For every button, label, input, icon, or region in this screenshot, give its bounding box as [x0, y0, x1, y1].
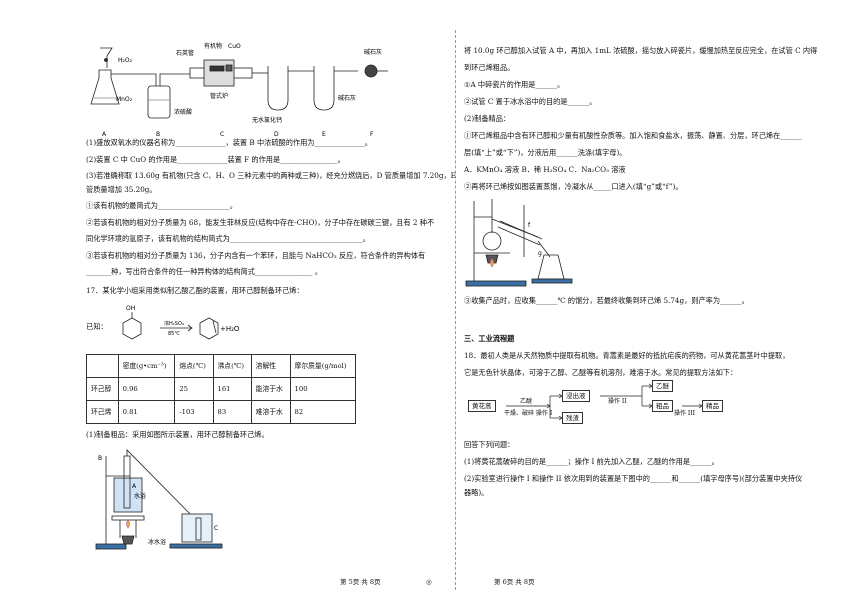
text-line: ①环己烯粗品中含有环己醇和少量有机酸性杂质等。加入饱和食盐水，振荡、静置、分层，… [464, 131, 802, 140]
text-line: ②试管 C 置于冰水浴中的目的是______。 [464, 97, 597, 106]
flow-ether-in: 乙醚 [520, 398, 533, 405]
flow-op1: 干燥、破碎 操作 I [504, 410, 553, 417]
q16-line: (1)盛放双氧水的仪器名称为______________，装置 B 中浓硫酸的作… [86, 138, 372, 147]
flowchart-arrows [506, 383, 703, 421]
q18-line: 回答下列问题： [464, 440, 515, 449]
label-e: E [322, 131, 326, 138]
reagent-label: 浓H₂SO₄ [164, 320, 184, 327]
text-line: (2)制备精品： [464, 114, 511, 123]
page-number-left: 第 5页 共 8页 [340, 578, 381, 586]
q16-line: _______种，写出符合条件的任一种异构体的结构简式_____________… [86, 267, 322, 276]
ice-bath-label: 冰水浴 [148, 538, 166, 546]
preparation-apparatus-diagram: B A 水浴 冰水浴 C [95, 449, 223, 550]
text-line: ①A 中碎瓷片的作用是______。 [464, 80, 565, 89]
flow-extract-box: 浸出液 [562, 390, 590, 403]
label-f: F [370, 131, 374, 138]
page-divider [455, 30, 456, 590]
q16-line: ②若该有机物的相对分子质量为 68，能发生菲林反应(结构中存在-CHO)，分子中… [86, 218, 435, 227]
text-line: 层(填“上”或“下”)，分液后用______洗涤(填字母)。 [464, 148, 627, 157]
q18-line: 18．最初人类是从天然物质中提取有机物。青蒿素是最好的抵抗疟疾的药物，可从黄花蒿… [464, 351, 790, 360]
q18-line: 它是无色针状晶体，可溶于乙醇、乙醚等有机溶剂，难溶于水。常见的提取方法如下： [464, 368, 738, 377]
flow-crude-box: 粗品 [652, 400, 673, 413]
h2o2-label: H₂O₂ [118, 57, 133, 64]
table-header-row: 密度(g•cm⁻³) 熔点(℃) 沸点(℃) 溶解性 摩尔质量(g/mol) [86, 354, 357, 378]
flow-start-box: 黄花蒿 [468, 400, 496, 413]
cacl2-label: 无水氯化钙 [252, 116, 282, 124]
flow-ether-box: 乙醚 [652, 380, 673, 393]
label-f2: f [528, 222, 531, 229]
q17-part1: (1)制备粗品：采用如图所示装置，用环己醇制备环己烯。 [86, 430, 269, 439]
q18-line: (1)将黄花蒿破碎的目的是______；操作 I 前先加入乙醚，乙醚的作用是__… [464, 457, 719, 466]
label-c: C [220, 131, 224, 138]
q16-line: ①该有机物的最简式为____________________。 [86, 201, 237, 210]
page-number-right: 第 6页 共 8页 [494, 578, 535, 586]
binding-mark-icon: ◎ [426, 578, 432, 586]
flow-fine-box: 精品 [702, 400, 723, 413]
q16-line: 同化学环境的氢原子，该有机物的结构简式为____________________… [86, 234, 370, 243]
table-row: 环己醇 0.96 25 161 能溶于水 100 [86, 377, 357, 401]
section-title: 三、工业流程题 [464, 334, 515, 343]
known-label: 已知： [86, 322, 108, 331]
properties-table: 密度(g•cm⁻³) 熔点(℃) 沸点(℃) 溶解性 摩尔质量(g/mol) 环… [86, 354, 357, 424]
label-b2: B [98, 455, 102, 462]
distillation-apparatus-diagram: f g [465, 199, 573, 287]
soda-lime-e-label: 碱石灰 [338, 94, 356, 102]
oh-label: OH [126, 305, 135, 312]
label-a2: A [132, 483, 137, 490]
flow-residue-box: 残渣 [562, 412, 583, 425]
q16-line: (3)若准确称取 13.60g 有机物(只含 C、H、O 三种元素中的两种或三种… [86, 171, 456, 180]
extraction-flowchart: 黄花蒿 乙醚 干燥、破碎 操作 I 浸出液 残渣 操作 II 乙醚 粗品 操作 … [468, 380, 728, 436]
label-c2: C [214, 525, 218, 532]
water-bath-label: 水浴 [134, 492, 146, 500]
soda-lime-f-label: 碱石灰 [364, 48, 382, 56]
label-d: D [274, 131, 279, 138]
cuo-label: CuO [228, 43, 241, 50]
furnace-label: 管式炉 [210, 92, 228, 100]
q16-line: 管质量增加 35.20g。 [86, 185, 157, 194]
product-label: +H₂O [220, 325, 240, 333]
combustion-apparatus-diagram: H₂O₂ MnO₂ 石英管 有机物 CuO 浓硫酸 管式炉 无水氯化钙 碱石灰 … [90, 42, 388, 138]
q17-title: 17．某化学小组采用类似制乙酸乙酯的装置，用环己醇制备环己烯： [86, 286, 304, 295]
label-b: B [156, 131, 160, 138]
text-line: 到环己烯粗品。 [464, 63, 515, 72]
q16-line: ③若该有机物的相对分子质量为 136，分子内含有一个苯环，且能与 NaHCO₃ … [86, 251, 426, 260]
reaction-scheme: OH 浓H₂SO₄ 85℃ +H₂O [122, 305, 240, 340]
organic-label: 有机物 [204, 42, 222, 50]
text-line: 将 10.0g 环己醇加入试管 A 中，再加入 1mL 浓硫酸，摇匀放入碎瓷片，… [464, 46, 818, 55]
q18-line: (2)实验室进行操作 I 和操作 II 依次用到的装置是下图中的______和_… [464, 474, 803, 483]
text-line: ③收集产品时，应收集______℃ 的馏分，若最终收集到环己烯 5.74g，则产… [464, 296, 749, 305]
flow-op2: 操作 II [608, 398, 627, 405]
flow-op3: 操作 III [674, 410, 696, 417]
label-a: A [102, 131, 107, 138]
conc-h2so4-label: 浓硫酸 [174, 108, 192, 116]
temp-label: 85℃ [168, 331, 180, 337]
q16-line: (2)装置 C 中 CuO 的作用是______________装置 F 的作用… [86, 155, 345, 164]
text-line: A．KMnO₄ 溶液 B．稀 H₂SO₄ C．Na₂CO₃ 溶液 [464, 165, 626, 174]
text-line: ②再将环己烯按如图装置蒸馏，冷凝水从_____口进入(填“g”或“f”)。 [464, 182, 683, 191]
mno2-label: MnO₂ [116, 96, 133, 103]
table-row: 环己烯 0.81 -103 83 难溶于水 82 [86, 400, 357, 424]
label-g2: g [538, 250, 542, 257]
q18-line: 器略)。 [464, 488, 489, 497]
quartz-tube-label: 石英管 [176, 49, 194, 57]
